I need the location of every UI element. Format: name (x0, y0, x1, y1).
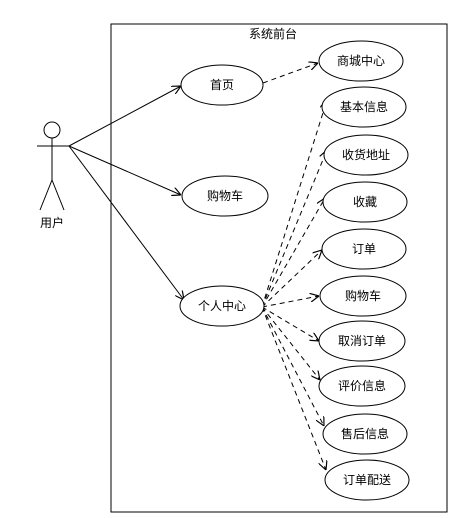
actor-head (43, 121, 61, 139)
use-case-reviews[interactable]: 评价信息 (318, 365, 406, 407)
use-case-home[interactable]: 首页 (180, 64, 264, 106)
use-case-basic-info[interactable]: 基本信息 (321, 86, 407, 128)
assoc-home (68, 86, 181, 147)
use-case-cart-label: 购物车 (207, 188, 243, 203)
link-pc-delivery (261, 306, 326, 470)
use-case-shipping-address[interactable]: 收货地址 (323, 134, 409, 176)
system-title: 系统前台 (249, 26, 297, 41)
use-case-favorites-label: 收藏 (353, 195, 377, 209)
use-case-personal-center[interactable]: 个人中心 (179, 285, 265, 327)
link-pc-basic-info (261, 100, 327, 308)
actor-label: 用户 (40, 215, 64, 230)
use-case-after-sales-label: 售后信息 (341, 426, 389, 441)
use-case-orders[interactable]: 订单 (321, 228, 407, 270)
use-case-order-delivery[interactable]: 订单配送 (324, 459, 410, 501)
actor-user (37, 121, 69, 211)
include-links (261, 63, 327, 470)
actor-right-leg (51, 179, 65, 211)
use-case-mall-center-label: 商城中心 (337, 53, 385, 68)
use-case-cancel-order-label: 取消订单 (338, 334, 386, 348)
link-pc-orders (261, 250, 322, 308)
assoc-cart (68, 145, 181, 195)
link-home-mall (262, 63, 318, 84)
use-case-home-label: 首页 (210, 78, 234, 92)
link-pc-cart (261, 296, 319, 308)
use-case-pc-cart[interactable]: 购物车 (319, 275, 407, 317)
link-pc-reviews (261, 306, 320, 380)
use-case-pc-cart-label: 购物车 (345, 288, 381, 303)
use-case-reviews-label: 评价信息 (338, 378, 386, 393)
actor-left-leg (39, 179, 53, 211)
use-case-mall-center[interactable]: 商城中心 (318, 40, 404, 82)
link-pc-shipping (261, 150, 327, 308)
associations (68, 86, 184, 300)
link-pc-after-sales (261, 306, 324, 426)
use-case-shipping-address-label: 收货地址 (342, 147, 390, 162)
use-case-orders-label: 订单 (352, 242, 376, 256)
use-case-after-sales[interactable]: 售后信息 (322, 413, 408, 455)
use-case-favorites[interactable]: 收藏 (322, 181, 408, 223)
use-case-cart[interactable]: 购物车 (181, 175, 269, 217)
use-case-order-delivery-label: 订单配送 (343, 472, 391, 487)
link-pc-favorites (261, 198, 325, 308)
use-case-personal-center-label: 个人中心 (198, 298, 246, 313)
system-boundary (110, 23, 448, 513)
use-case-basic-info-label: 基本信息 (340, 99, 388, 114)
assoc-personal-center (68, 145, 184, 300)
link-pc-cancel-order (261, 306, 319, 341)
use-case-cancel-order[interactable]: 取消订单 (318, 320, 406, 362)
